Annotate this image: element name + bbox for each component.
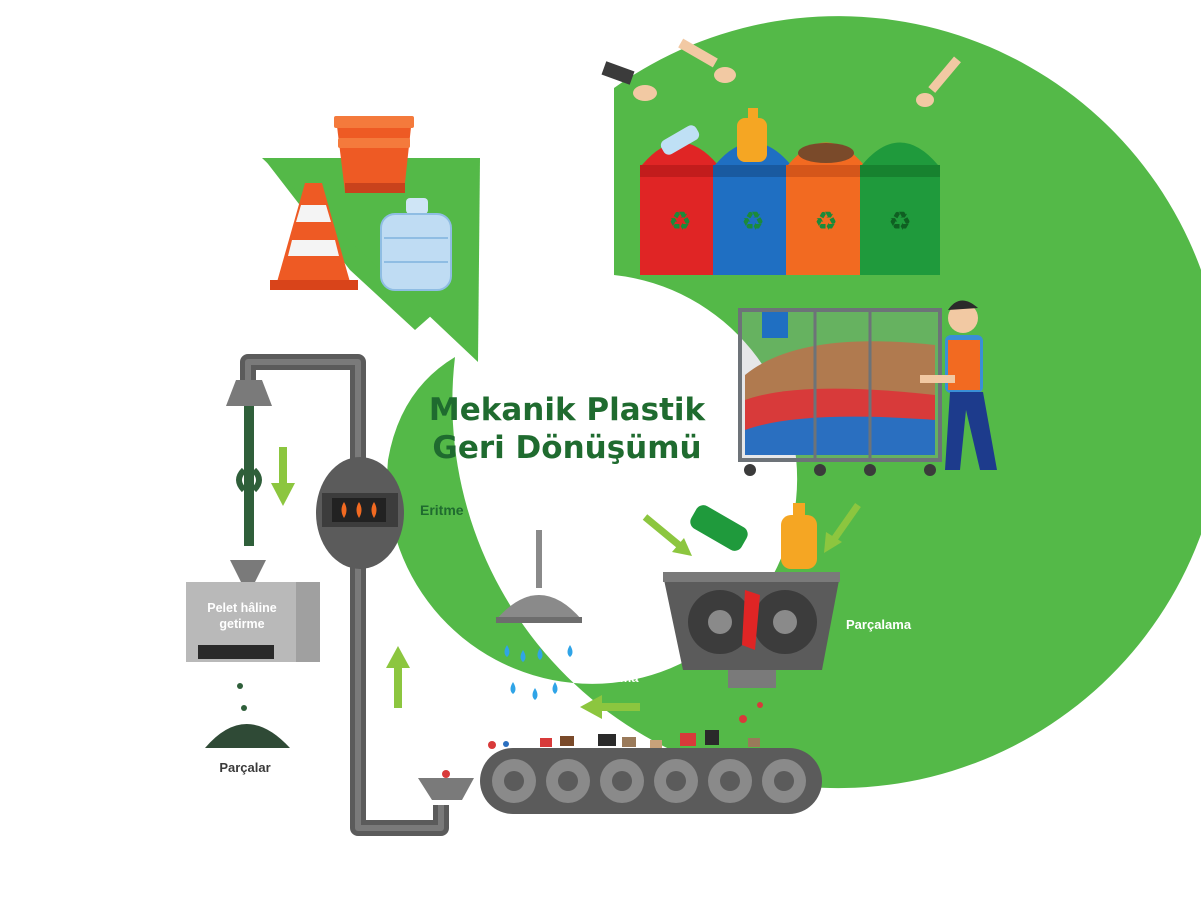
conveyor-belt [480,748,822,814]
label-pelletizing-2: getirme [219,617,264,631]
label-melting: Eritme [420,502,464,518]
hand-icon [601,61,657,101]
water-bottle-icon [660,125,700,155]
pelletizer-machine: Pelet hâline getirme [186,560,320,662]
recycle-icon: ♻ [668,206,691,236]
green-recycling-bin: ♻ [860,142,940,275]
label-washing: Yıkama [593,670,639,685]
recycling-cage-cart [738,308,942,476]
water-drops-icon [504,645,573,700]
feed-pipe [240,354,449,836]
water-jug-icon [380,198,452,291]
arrow-up-icon [386,646,410,708]
worker-figure [920,300,997,470]
arrow-in-left-icon [642,514,692,556]
hand-icon-3 [916,56,961,107]
label-pelletizing-1: Pelet hâline [207,601,277,615]
arrow-left-icon [580,695,640,719]
green-bottle-icon [690,505,748,551]
extruder-nozzle [226,380,272,546]
recycle-icon: ♻ [888,206,911,236]
label-extrusion: Ekstrüzyon [275,418,345,433]
recycle-icon: ♻ [741,206,764,236]
red-recycling-bin: ♻ [640,142,720,275]
title-line-2: Geri Dönüşümü [432,430,701,466]
hopper-funnel [418,770,474,800]
title-line-1: Mekanik Plastik [429,392,707,428]
arrow-in-right-icon [824,502,861,553]
orange-recycling-bin: ♻ [786,142,866,275]
pellets-pile-icon [205,683,290,748]
flower-pots-icon [334,116,414,193]
detergent-bottle-icon [737,108,767,162]
recycle-icon: ♻ [814,206,837,236]
label-shredding: Parçalama [846,617,912,632]
orange-bottle-icon [781,503,817,569]
shredder-machine [663,572,840,688]
shower-head-icon [496,530,582,623]
traffic-cone-icon [270,183,358,290]
diagram-title: Mekanik Plastik Geri Dönüşümü [429,392,707,466]
blue-recycling-bin: ♻ [713,142,793,275]
plastic-pieces [488,702,763,749]
arrow-down-icon [271,447,295,506]
label-pieces: Parçalar [219,760,270,775]
hand-icon-2 [678,38,736,83]
melting-furnace [316,457,404,569]
